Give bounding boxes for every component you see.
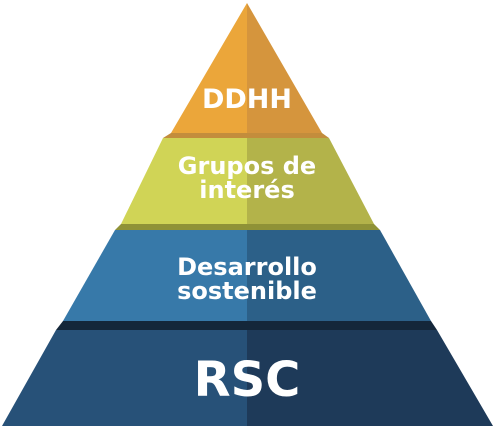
tier-shadow-2 xyxy=(115,224,380,230)
tier-rsc-label: RSC xyxy=(194,352,301,408)
tier-rsc: RSC xyxy=(2,330,493,426)
tier-ddhh-left-face xyxy=(171,3,247,133)
tier-ddhh: DDHH xyxy=(171,3,322,133)
tier-desarrollo-sostenible: Desarrollo sostenible xyxy=(63,230,431,321)
tier-rsc-left-face xyxy=(2,330,247,426)
tier-desarrollo-left-face xyxy=(63,230,247,321)
tier-ddhh-right-face xyxy=(247,3,322,133)
tier-grupos-right-face xyxy=(247,138,374,224)
tier-ddhh-label: DDHH xyxy=(202,84,292,115)
tier-grupos-label-line2: interés xyxy=(199,176,294,204)
tier-grupos-left-face xyxy=(121,138,247,224)
tier-desarrollo-right-face xyxy=(247,230,431,321)
tier-desarrollo-label-line2: sostenible xyxy=(177,277,317,305)
tier-shadow-1 xyxy=(163,133,329,138)
tier-grupos-label-line1: Grupos de xyxy=(178,152,316,180)
tier-grupos-de-interes: Grupos de interés xyxy=(121,138,374,224)
tier-rsc-right-face xyxy=(247,330,493,426)
tier-shadow-3 xyxy=(56,321,437,330)
tier-desarrollo-label-line1: Desarrollo xyxy=(177,253,317,281)
